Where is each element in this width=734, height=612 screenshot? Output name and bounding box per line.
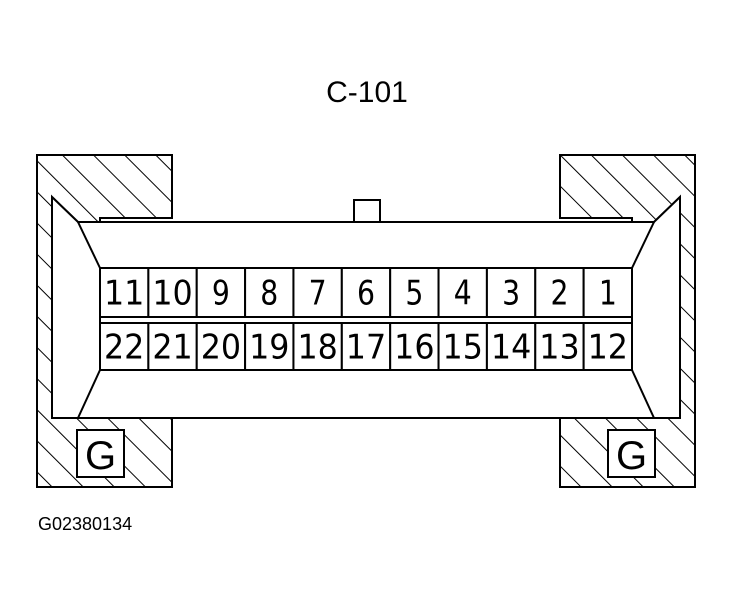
pin-number-5: 5 [405,274,423,314]
pin-number-6: 6 [357,274,375,314]
pin-number-7: 7 [309,274,327,314]
pin-number-15: 15 [443,328,483,368]
pin-number-20: 20 [201,328,241,368]
pin-cavity-19 [244,322,295,371]
pin-number-22: 22 [104,328,144,368]
pin-number-18: 18 [297,328,337,368]
figure-id: G02380134 [38,514,132,534]
connector-title: C-101 [326,76,408,109]
pin-cavity-18 [292,322,343,371]
pin-cavity-17 [340,322,392,371]
pin-number-17: 17 [346,328,386,368]
pin-cavity-13 [534,322,585,371]
pin-number-3: 3 [502,274,520,314]
pin-number-10: 10 [152,274,192,314]
pin-cavity-10 [147,267,198,318]
pin-cavity-8 [244,267,295,318]
pin-number-19: 19 [249,328,289,368]
pin-cavity-14 [485,322,537,371]
pin-cavity-7 [292,267,343,318]
ground-terminal-right: G [607,429,656,478]
pin-cavity-9 [195,267,247,318]
pin-number-13: 13 [539,328,579,368]
locking-tab [353,199,381,223]
pin-number-9: 9 [212,274,230,314]
pin-number-11: 11 [104,274,144,314]
pin-cavity-4 [437,267,488,318]
pin-number-12: 12 [588,328,628,368]
pin-cavity-2 [534,267,585,318]
connector-cavity [51,197,681,419]
pin-number-21: 21 [152,328,192,368]
pin-cavity-5 [389,267,440,318]
ground-label-right: G [616,434,647,478]
pin-cavity-1 [582,267,633,318]
pin-number-8: 8 [260,274,278,314]
ground-terminal-left: G [76,429,125,478]
pin-number-14: 14 [491,328,531,368]
pin-cavity-15 [437,322,488,371]
pin-number-16: 16 [394,328,434,368]
pin-number-2: 2 [550,274,568,314]
pin-number-4: 4 [454,274,472,314]
pin-cavity-12 [582,322,633,371]
pin-cavity-21 [147,322,198,371]
pin-cavity-3 [485,267,537,318]
pin-number-1: 1 [599,274,617,314]
ground-label-left: G [85,434,116,478]
